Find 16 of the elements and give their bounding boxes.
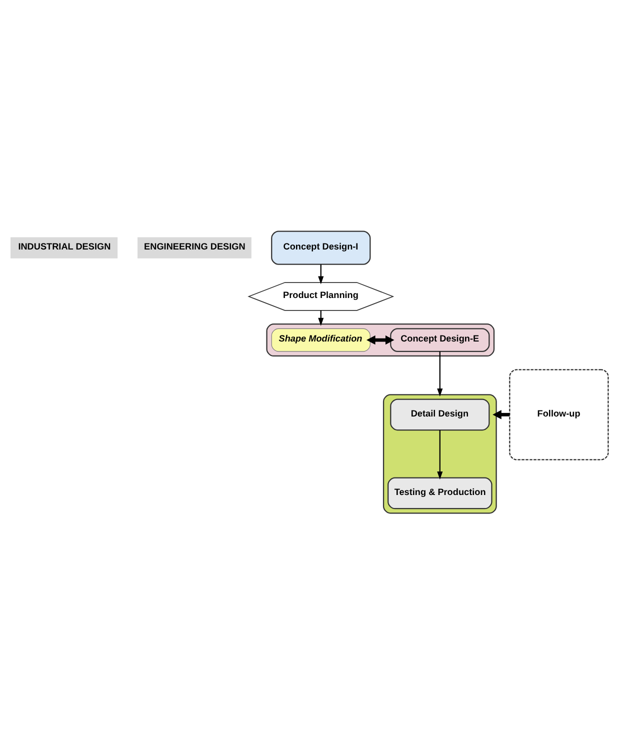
node-box: Follow-up xyxy=(509,369,609,460)
cluster xyxy=(266,324,495,357)
arrow xyxy=(318,264,324,284)
node-box: Testing & Production xyxy=(388,477,492,510)
node-box: Shape Modification xyxy=(271,328,370,352)
arrow xyxy=(366,335,394,345)
node-box: Detail Design xyxy=(390,398,490,431)
arrow xyxy=(437,351,443,396)
arrow xyxy=(437,430,443,480)
node-box: ENGINEERING DESIGN xyxy=(138,237,252,258)
arrow xyxy=(318,310,324,326)
cluster xyxy=(382,394,497,514)
node-box: Concept Design-E xyxy=(390,328,490,352)
node-box: Concept Design-I xyxy=(271,230,371,265)
node-box: INDUSTRIAL DESIGN xyxy=(10,237,118,258)
arrow xyxy=(492,410,510,420)
